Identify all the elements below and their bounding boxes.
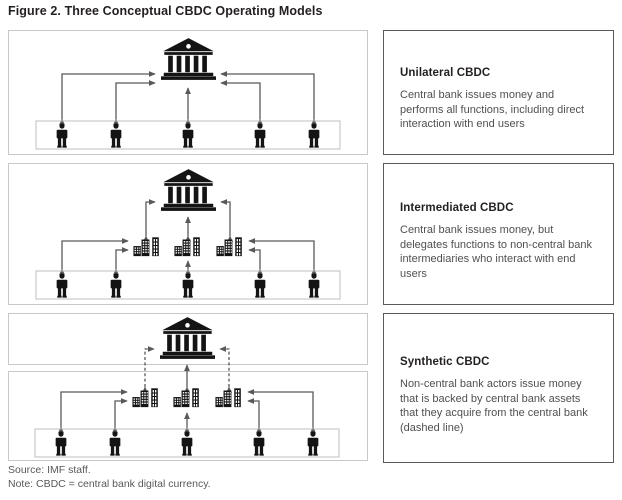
buildings-icon bbox=[216, 237, 242, 257]
panel-unilateral: Unilateral CBDC Central bank issues mone… bbox=[383, 30, 614, 155]
panel-title: Synthetic CBDC bbox=[400, 356, 490, 368]
panel-body: Non-central bank actors issue money that… bbox=[400, 378, 588, 434]
unilateral-diagram-svg bbox=[35, 38, 341, 150]
figure-title: Figure 2. Three Conceptual CBDC Operatin… bbox=[8, 4, 323, 18]
figure-footer: Source: IMF staff. Note: CBDC = central … bbox=[8, 463, 211, 492]
person-icon bbox=[182, 273, 194, 298]
intermediated-diagram bbox=[8, 163, 368, 305]
person-icon bbox=[308, 273, 320, 298]
end-users-box bbox=[35, 120, 341, 150]
unilateral-diagram bbox=[8, 30, 368, 155]
connector-group-bank-intermediary bbox=[143, 199, 233, 243]
person-icon bbox=[308, 123, 320, 148]
person-icon bbox=[56, 273, 68, 298]
buildings-icon bbox=[133, 237, 159, 257]
panel-synthetic: Synthetic CBDC Non-central bank actors i… bbox=[383, 313, 614, 463]
buildings-icon bbox=[174, 237, 200, 257]
intermediated-diagram-svg bbox=[35, 169, 341, 300]
connector-group-intermediary-user bbox=[59, 238, 317, 276]
synthetic-intermediary-box bbox=[8, 371, 368, 461]
panel-intermediated: Intermediated CBDC Central bank issues m… bbox=[383, 163, 614, 305]
source-note: Source: IMF staff. bbox=[8, 464, 91, 476]
person-icon bbox=[254, 273, 266, 298]
definition-note: Note: CBDC = central bank digital curren… bbox=[8, 478, 211, 491]
panel-column: Unilateral CBDC Central bank issues mone… bbox=[383, 30, 614, 463]
panel-body: Central bank issues money, but delegates… bbox=[400, 224, 593, 280]
person-icon bbox=[254, 123, 266, 148]
panel-body: Central bank issues money and performs a… bbox=[400, 89, 585, 131]
end-users-box bbox=[35, 270, 341, 300]
person-icon bbox=[182, 123, 194, 148]
bank-icon bbox=[161, 169, 216, 211]
diagram-column bbox=[8, 30, 368, 463]
panel-title: Intermediated CBDC bbox=[400, 202, 514, 214]
person-icon bbox=[110, 123, 122, 148]
bank-icon bbox=[161, 38, 216, 80]
person-icon bbox=[110, 273, 122, 298]
synthetic-diagram bbox=[8, 313, 368, 463]
panel-title: Unilateral CBDC bbox=[400, 67, 491, 79]
connector-group bbox=[59, 71, 317, 126]
person-icon bbox=[56, 123, 68, 148]
synthetic-central-bank-box bbox=[8, 313, 368, 365]
